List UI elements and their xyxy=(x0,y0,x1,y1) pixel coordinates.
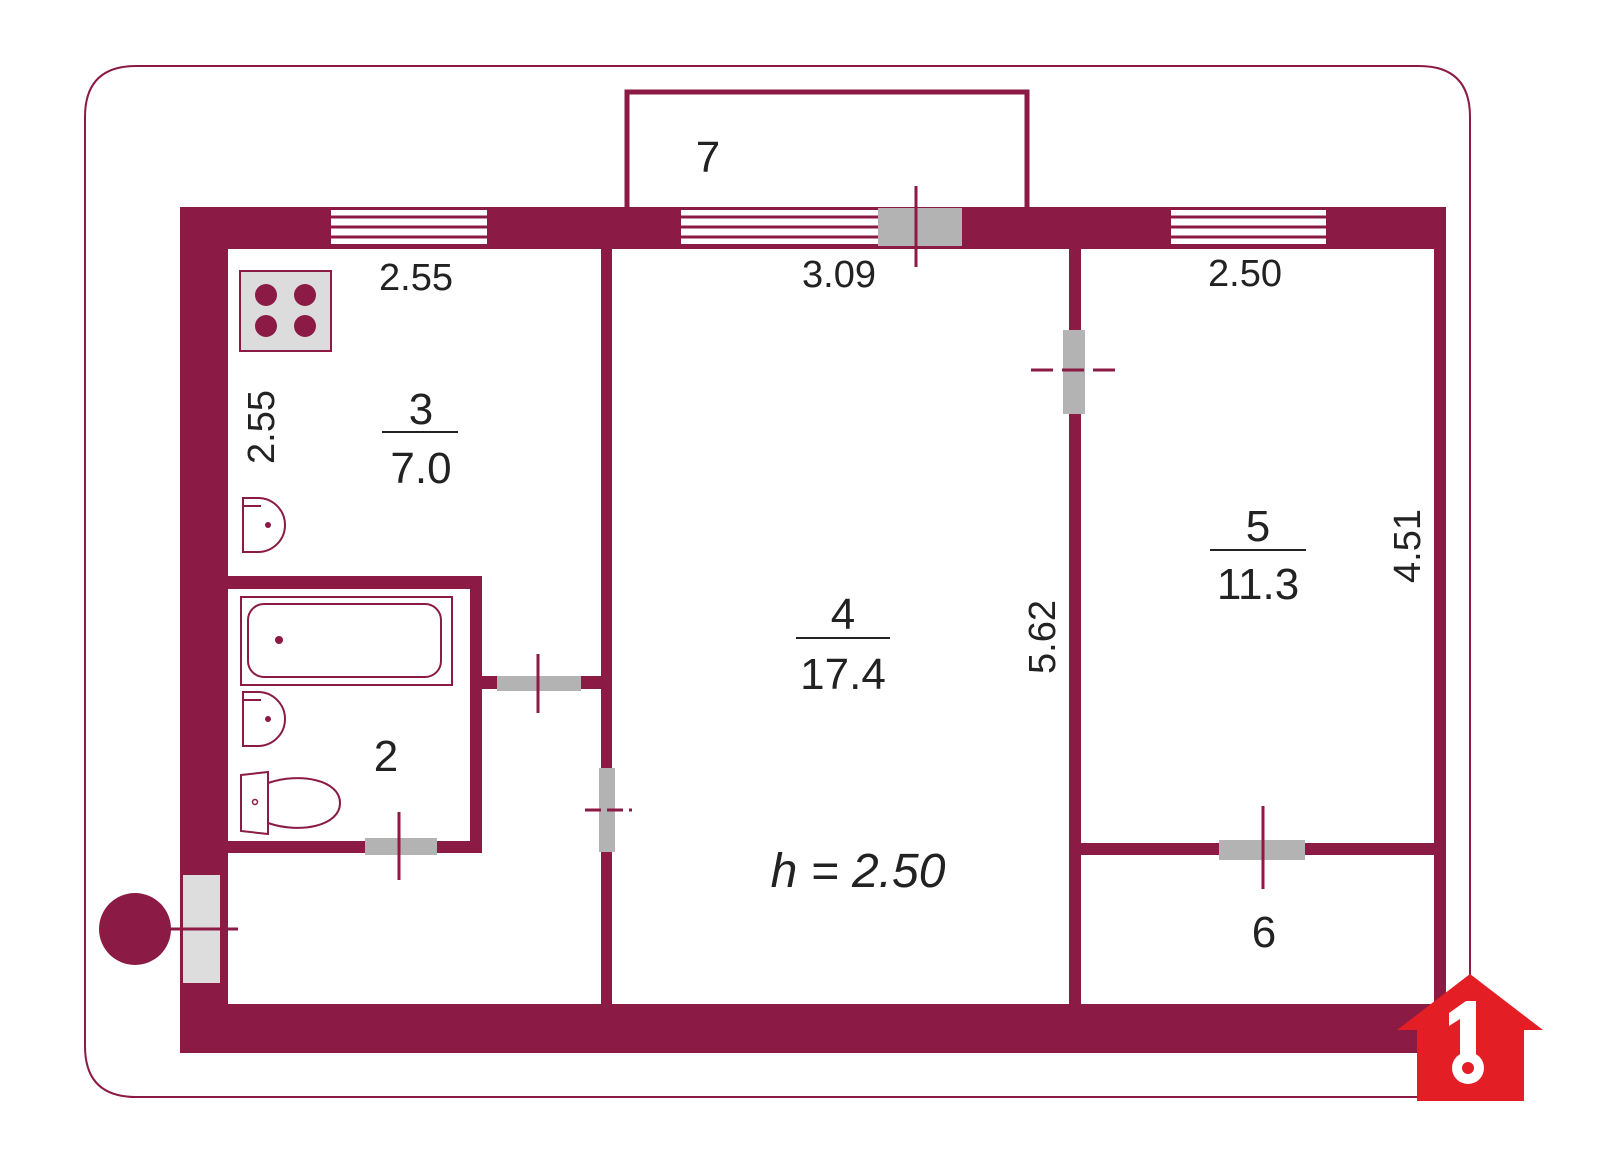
logo-icon xyxy=(1397,974,1543,1101)
room-5-number: 5 xyxy=(1246,502,1270,551)
room-7-number: 7 xyxy=(696,133,720,182)
room-4-number: 4 xyxy=(831,590,855,639)
room-4-area: 17.4 xyxy=(800,650,886,699)
toilet-icon xyxy=(240,770,342,836)
stove-icon xyxy=(239,270,332,352)
door-balcony xyxy=(878,186,962,267)
entrance-marker-icon xyxy=(99,893,171,965)
room-3-area: 7.0 xyxy=(390,444,451,493)
door-living-bedroom xyxy=(1031,330,1116,414)
bathroom-sink-icon xyxy=(242,691,286,747)
door-bathroom xyxy=(365,812,437,880)
dim-living-depth: 5.62 xyxy=(1022,600,1064,674)
dim-kitchen-width: 2.55 xyxy=(379,257,453,299)
ceiling-height-prefix: h xyxy=(771,845,798,898)
room-2-number: 2 xyxy=(374,732,398,781)
bathtub-icon xyxy=(240,596,453,686)
dim-bedroom-depth: 4.51 xyxy=(1387,509,1429,583)
door-entrance xyxy=(168,875,238,983)
door-hall-living xyxy=(585,768,632,852)
door-kitchen xyxy=(497,654,581,713)
dim-bedroom-width: 2.50 xyxy=(1208,253,1282,295)
room-5-area: 11.3 xyxy=(1217,560,1299,609)
ceiling-height: h = 2.50 xyxy=(771,845,946,898)
dim-living-width: 3.09 xyxy=(802,254,876,296)
ceiling-height-value: = 2.50 xyxy=(797,845,945,898)
window-bedroom xyxy=(1171,210,1326,244)
dim-kitchen-depth: 2.55 xyxy=(241,390,283,464)
room-3-number: 3 xyxy=(409,385,433,434)
door-closet xyxy=(1219,806,1305,889)
room-6-number: 6 xyxy=(1252,908,1276,957)
window-kitchen xyxy=(331,210,487,244)
window-living xyxy=(681,210,879,244)
balcony-outline xyxy=(624,89,1030,213)
interior-walls xyxy=(228,249,1434,1004)
sink-icon xyxy=(242,497,286,553)
